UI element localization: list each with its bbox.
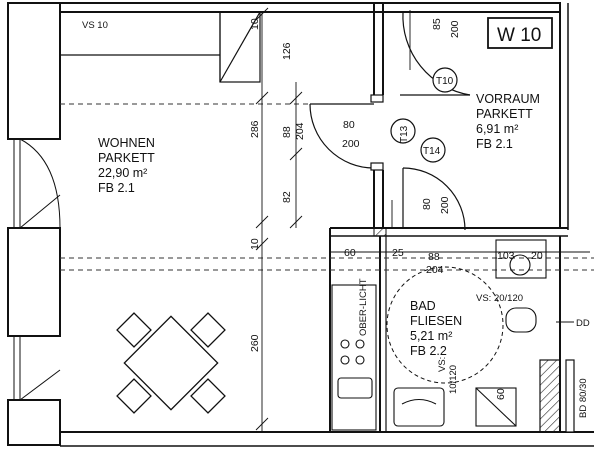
tag-t10: T10: [436, 76, 454, 87]
dim-286: 286: [249, 120, 261, 138]
tag-oberlicht: OBER-LICHT: [358, 278, 369, 336]
dim-88-b: 88: [428, 251, 440, 263]
t14-circle: [420, 137, 446, 163]
column-hatch: [373, 227, 387, 237]
vorraum-floor: PARKETT: [476, 107, 533, 121]
wohnen-fb: FB 2.1: [98, 181, 135, 195]
window-left-2: [13, 336, 61, 401]
dim-10-top: 10: [249, 18, 261, 30]
wohnen-area: 22,90 m²: [98, 166, 147, 180]
bath-fixtures: [393, 239, 547, 427]
t10-circle: [432, 67, 458, 93]
tag-dd: DD: [576, 318, 590, 329]
dim-200-b: 200: [439, 196, 451, 214]
dim-88-a: 88: [281, 126, 293, 138]
wall-left-lower: [7, 399, 61, 446]
kitchen-counter: [331, 284, 377, 431]
dim-60-b: 60: [495, 388, 507, 400]
dim-25: 25: [392, 247, 404, 259]
dim-200-top: 200: [449, 20, 461, 38]
dim-204-a: 204: [294, 122, 306, 140]
dim-82: 82: [281, 191, 293, 203]
wohnen-name: WOHNEN: [98, 136, 155, 150]
dim-204-b: 204: [426, 264, 444, 276]
wall-left-upper: [7, 2, 61, 140]
bad-name: BAD: [410, 299, 436, 313]
door-t14: [402, 167, 466, 231]
dim-60: 60: [344, 247, 356, 259]
dim-85: 85: [431, 18, 443, 30]
door-t13: [309, 94, 384, 171]
dim-80-b: 80: [421, 198, 433, 210]
dim-80-a: 80: [343, 119, 355, 131]
vorraum-area: 6,91 m²: [476, 122, 518, 136]
tag-bd: BD 80/30: [578, 378, 589, 418]
dining-table: [116, 312, 226, 414]
bath-door: [386, 266, 504, 384]
dim-260: 260: [249, 334, 261, 352]
wall-top: [59, 2, 561, 13]
tag-vs-side2: 10/120: [448, 365, 459, 394]
bad-area: 5,21 m²: [410, 329, 452, 343]
window-left-1: [13, 138, 61, 229]
wohnen-floor: PARKETT: [98, 151, 155, 165]
tag-vs-side: VS:: [437, 357, 448, 372]
dim-126: 126: [281, 42, 293, 60]
dimension-lines: [255, 7, 590, 432]
apartment-id-box: [487, 17, 553, 49]
shaft-right: [539, 359, 575, 433]
tag-t13: T13: [399, 125, 410, 143]
apartment-id: W 10: [497, 25, 541, 46]
dim-20: 20: [531, 250, 543, 262]
vorraum-fb: FB 2.1: [476, 137, 513, 151]
wall-left-middle: [7, 227, 61, 337]
dim-10-mid: 10: [249, 238, 261, 250]
door-t10: [400, 11, 471, 96]
tag-vs-bad: VS: 20/120: [476, 293, 523, 304]
walls: [7, 2, 594, 447]
tag-t14: T14: [423, 146, 441, 157]
bad-fb: FB 2.2: [410, 344, 447, 358]
dim-103: 103: [497, 250, 515, 262]
bad-floor: FLIESEN: [410, 314, 462, 328]
t13-circle: [390, 118, 416, 144]
dim-200-a: 200: [342, 138, 360, 150]
shaft-diagonal: [219, 11, 261, 83]
tag-vs10: VS 10: [82, 20, 108, 31]
vorraum-name: VORRAUM: [476, 92, 540, 106]
